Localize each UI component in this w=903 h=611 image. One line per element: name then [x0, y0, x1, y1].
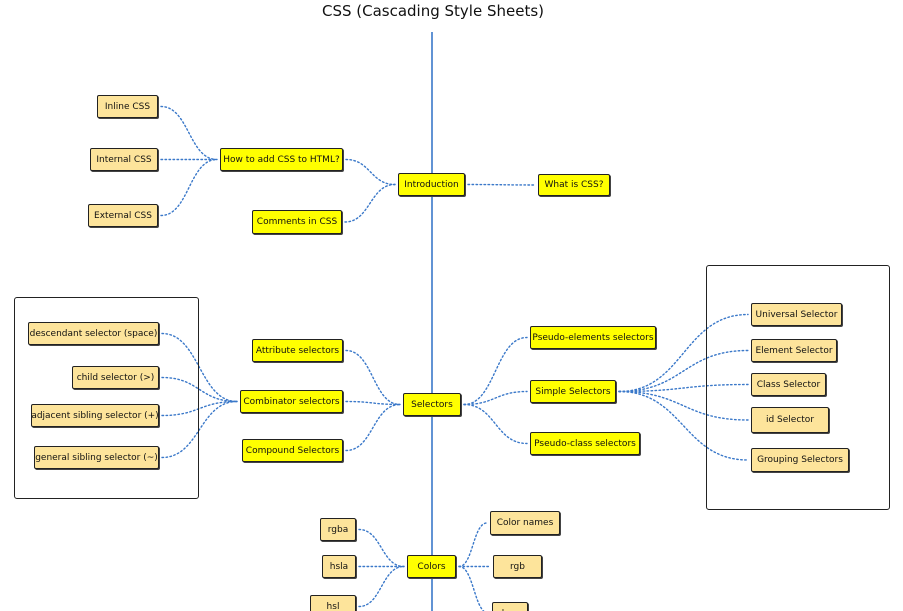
connector-introduction-to-what-is-css — [467, 183, 536, 186]
node-introduction[interactable]: Introduction — [398, 173, 465, 196]
connector-simple-selectors-to-grouping-selectors — [618, 390, 749, 461]
node-inline-css[interactable]: Inline CSS — [97, 95, 158, 118]
node-hex[interactable]: hex — [492, 602, 528, 611]
connector-rgba-to-colors — [358, 528, 405, 568]
node-attribute-selectors[interactable]: Attribute selectors — [252, 339, 343, 362]
connector-comments-in-css-to-introduction — [344, 183, 396, 223]
connector-inline-css-to-how-to-add-css — [160, 105, 218, 161]
connector-colors-to-hex — [458, 565, 485, 611]
connector-adjacent-sibling-selector-to-combinator-selectors — [161, 400, 238, 417]
node-internal-css[interactable]: Internal CSS — [90, 148, 158, 171]
connector-general-sibling-selector-to-combinator-selectors — [161, 400, 238, 459]
connector-compound-selectors-to-selectors — [345, 403, 401, 452]
connector-simple-selectors-to-id-selector — [618, 390, 749, 421]
connector-colors-to-color-names — [458, 522, 488, 568]
connector-hsl-to-colors — [358, 565, 405, 608]
node-hsla[interactable]: hsla — [322, 555, 356, 578]
node-descendant-selector[interactable]: descendant selector (space) — [28, 322, 159, 345]
connector-attribute-selectors-to-selectors — [345, 349, 401, 406]
node-colors[interactable]: Colors — [407, 555, 456, 578]
connector-selectors-to-pseudo-class-selectors — [463, 403, 528, 445]
node-rgba[interactable]: rgba — [320, 518, 356, 541]
node-external-css[interactable]: External CSS — [88, 204, 158, 227]
connector-child-selector-to-combinator-selectors — [161, 376, 238, 403]
node-id-selector[interactable]: id Selector — [751, 407, 829, 433]
connector-how-to-add-css-to-introduction — [345, 158, 396, 186]
connector-selectors-to-simple-selectors — [463, 390, 528, 406]
node-color-names[interactable]: Color names — [490, 511, 560, 535]
node-general-sibling-selector[interactable]: general sibling selector (~) — [34, 446, 159, 469]
connector-descendant-selector-to-combinator-selectors — [161, 332, 238, 403]
node-child-selector[interactable]: child selector (>) — [72, 366, 159, 389]
combinator-group-frame — [14, 297, 199, 499]
node-comments-in-css[interactable]: Comments in CSS — [252, 210, 342, 234]
connector-selectors-to-pseudo-elements-selectors — [463, 336, 528, 406]
connector-simple-selectors-to-element-selector — [618, 349, 749, 393]
connector-simple-selectors-to-class-selector — [618, 383, 749, 393]
node-pseudo-class-selectors[interactable]: Pseudo-class selectors — [530, 432, 640, 455]
node-compound-selectors[interactable]: Compound Selectors — [242, 439, 343, 462]
node-simple-selectors[interactable]: Simple Selectors — [530, 380, 616, 403]
node-universal-selector[interactable]: Universal Selector — [751, 303, 842, 326]
node-what-is-css[interactable]: What is CSS? — [538, 174, 610, 196]
node-grouping-selectors[interactable]: Grouping Selectors — [751, 448, 849, 472]
connector-external-css-to-how-to-add-css — [160, 158, 218, 217]
connector-simple-selectors-to-universal-selector — [618, 313, 749, 393]
node-how-to-add-css[interactable]: How to add CSS to HTML? — [220, 148, 343, 171]
node-combinator-selectors[interactable]: Combinator selectors — [240, 390, 343, 413]
node-element-selector[interactable]: Element Selector — [751, 339, 837, 362]
diagram-title: CSS (Cascading Style Sheets) — [321, 2, 545, 20]
node-adjacent-sibling-selector[interactable]: adjacent sibling selector (+) — [31, 404, 159, 427]
node-hsl[interactable]: hsl — [310, 595, 356, 611]
simple-selectors-group-frame — [706, 265, 890, 510]
node-class-selector[interactable]: Class Selector — [751, 373, 826, 396]
node-selectors[interactable]: Selectors — [403, 393, 461, 416]
node-pseudo-elements-selectors[interactable]: Pseudo-elements selectors — [530, 326, 656, 349]
connector-combinator-selectors-to-selectors — [345, 400, 401, 406]
node-rgb[interactable]: rgb — [493, 555, 542, 578]
